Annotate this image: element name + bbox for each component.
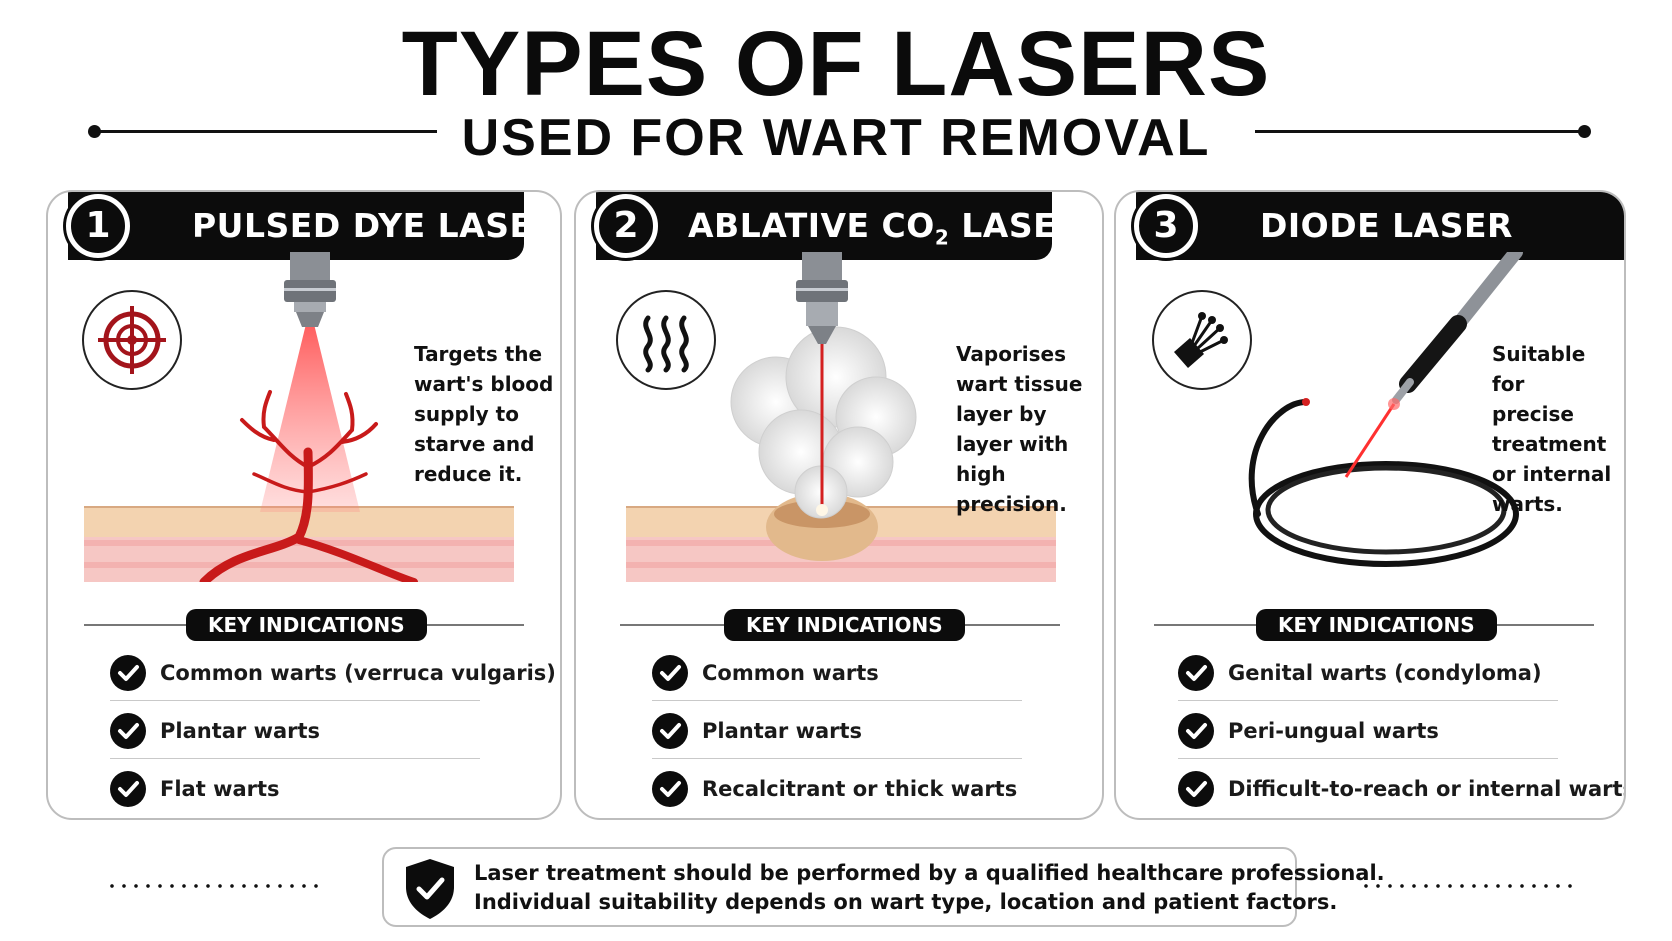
indication-label: Genital warts (condyloma) (1228, 661, 1542, 685)
card-header: DIODE LASER (1136, 192, 1624, 260)
card-number-badge: 1 (66, 194, 130, 258)
diode-laser-illustration (1248, 252, 1523, 567)
footer-line-2: Individual suitability depends on wart t… (474, 890, 1338, 914)
header-subscript: 2 (934, 225, 950, 250)
footer-disclaimer: Laser treatment should be performed by a… (382, 847, 1385, 927)
card-ablative-co2-laser: ABLATIVE CO2 LASER 2 (574, 190, 1104, 820)
card-diode-laser: DIODE LASER 3 Suitable for precise treat… (1114, 190, 1626, 820)
header-text: ABLATIVE CO (688, 206, 935, 245)
pulsed-dye-laser-illustration (84, 252, 514, 582)
heat-waves-icon (616, 290, 716, 390)
footer-line-1: Laser treatment should be performed by a… (474, 861, 1385, 885)
indication-item: Difficult-to-reach or internal warts (1178, 761, 1624, 817)
check-icon (652, 655, 688, 691)
title-rule-left-dot (88, 125, 101, 138)
footer-text: Laser treatment should be performed by a… (474, 859, 1385, 917)
card-header: PULSED DYE LASER (68, 192, 558, 260)
key-indications-label: KEY INDICATIONS (724, 609, 965, 641)
card-description: Vaporises wart tissue layer by layer wit… (956, 342, 1083, 516)
indication-separator (652, 700, 1022, 701)
indication-separator (1178, 758, 1558, 759)
indication-separator (1178, 700, 1558, 701)
card-header: ABLATIVE CO2 LASER (596, 192, 1082, 260)
indication-label: Common warts (verruca vulgaris) (160, 661, 556, 685)
key-indications-label: KEY INDICATIONS (186, 609, 427, 641)
header-text-suffix: LASER (949, 206, 1083, 245)
indication-label: Plantar warts (160, 719, 321, 743)
check-icon (110, 713, 146, 749)
page-title: TYPES OF LASERS (401, 13, 1271, 115)
card-pulsed-dye-laser: PULSED DYE LASER 1 (46, 190, 562, 820)
indication-label: Recalcitrant or thick warts (702, 777, 1018, 801)
footer-dots-left (106, 884, 322, 888)
target-icon (82, 290, 182, 390)
indication-label: Common warts (702, 661, 879, 685)
check-icon (110, 771, 146, 807)
title-rule-left (92, 130, 437, 133)
indication-item: Common warts (652, 645, 1022, 701)
check-icon (652, 771, 688, 807)
indication-item: Plantar warts (652, 703, 1022, 759)
indication-item: Recalcitrant or thick warts (652, 761, 1022, 817)
card-header-label: PULSED DYE LASER (192, 206, 559, 245)
card-number-badge: 2 (594, 194, 658, 258)
page-subtitle: USED FOR WART REMOVAL (461, 109, 1211, 167)
check-icon (1178, 655, 1214, 691)
card-description: Suitable for precise treatment or intern… (1492, 342, 1612, 516)
indication-separator (110, 758, 480, 759)
indication-label: Plantar warts (702, 719, 863, 743)
indication-separator (652, 758, 1022, 759)
indication-item: Flat warts (110, 761, 480, 817)
indication-item: Genital warts (condyloma) (1178, 645, 1558, 701)
check-icon (110, 655, 146, 691)
check-icon (1178, 771, 1214, 807)
indication-item: Plantar warts (110, 703, 480, 759)
card-header-label: DIODE LASER (1260, 206, 1513, 245)
indication-label: Difficult-to-reach or internal warts (1228, 777, 1626, 801)
title-rule-right-dot (1578, 125, 1591, 138)
fiber-optic-icon (1152, 290, 1252, 390)
indication-label: Peri-ungual warts (1228, 719, 1439, 743)
footer-dots-right (1360, 884, 1576, 888)
indication-label: Flat warts (160, 777, 280, 801)
key-indications-label: KEY INDICATIONS (1256, 609, 1497, 641)
card-number-badge: 3 (1134, 194, 1198, 258)
indication-separator (110, 700, 480, 701)
check-icon (1178, 713, 1214, 749)
card-description: Targets the wart's blood supply to starv… (414, 342, 554, 486)
indication-item: Common warts (verruca vulgaris) (110, 645, 556, 701)
check-icon (652, 713, 688, 749)
co2-laser-illustration (626, 252, 1056, 582)
indication-item: Peri-ungual warts (1178, 703, 1558, 759)
card-header-label: ABLATIVE CO2 LASER (688, 192, 1082, 260)
title-rule-right (1255, 130, 1585, 133)
shield-check-icon (406, 859, 454, 919)
